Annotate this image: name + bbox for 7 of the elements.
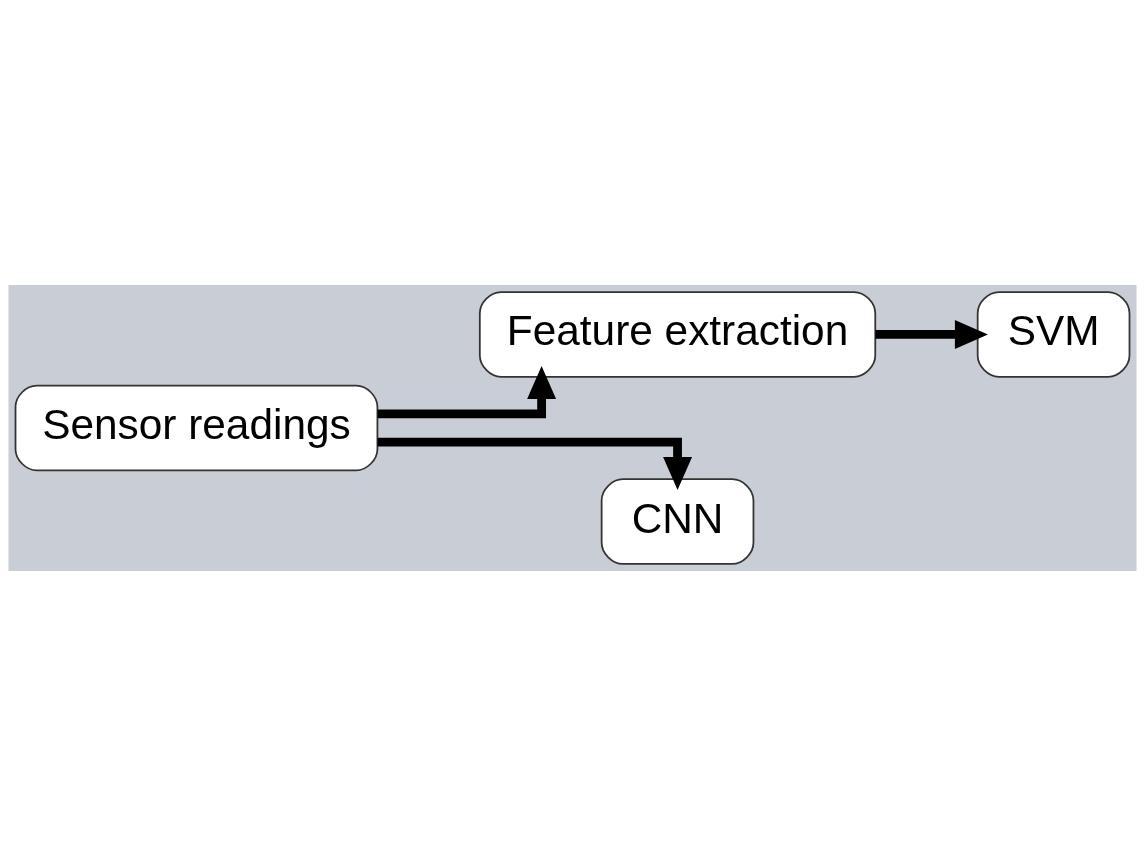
arrow bbox=[377, 437, 693, 490]
node-box: Feature extraction bbox=[478, 290, 877, 378]
node-box: CNN bbox=[600, 477, 755, 565]
arrow bbox=[875, 319, 988, 349]
node-box: Sensor readings bbox=[14, 384, 379, 471]
node-box: SVM bbox=[976, 290, 1131, 378]
arrow bbox=[377, 365, 557, 418]
